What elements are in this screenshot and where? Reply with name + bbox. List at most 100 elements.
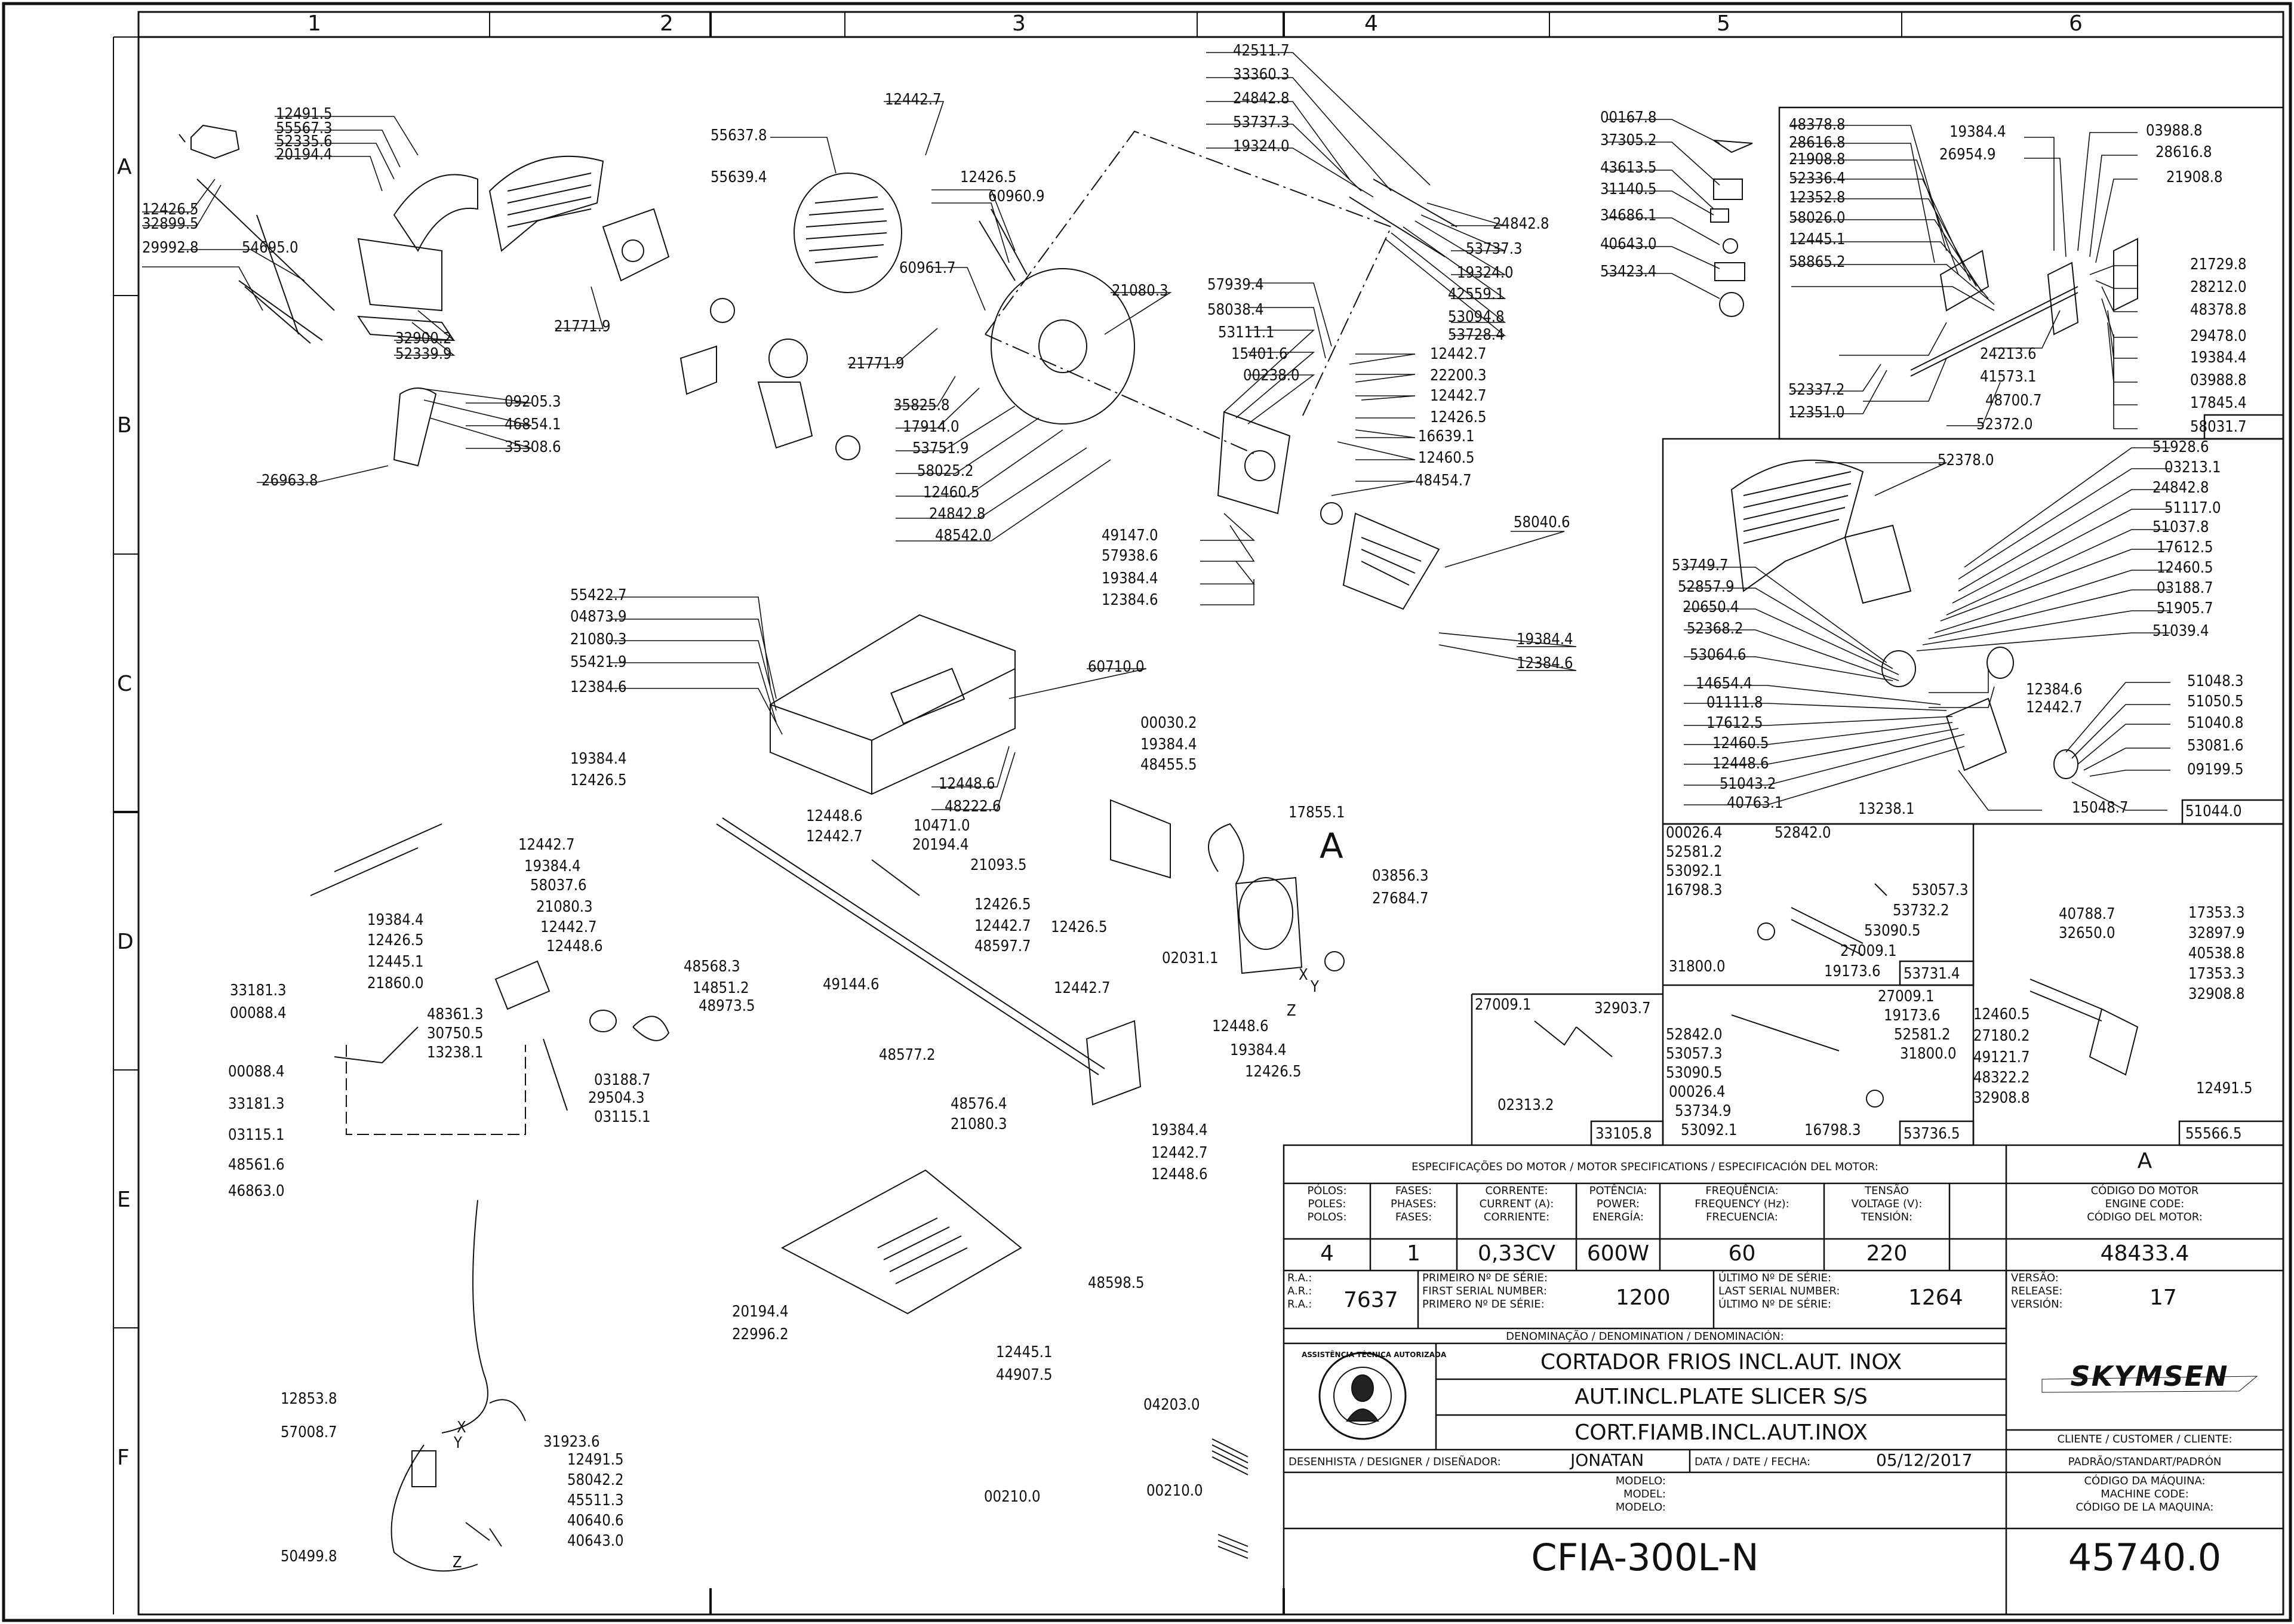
part-label: 52372.0 [1976, 416, 2033, 433]
part-label: 12460.5 [2157, 559, 2213, 577]
part-label: 53732.2 [1893, 902, 1949, 919]
zone-col-4: 4 [1364, 11, 1378, 36]
part-label: 12351.0 [1788, 404, 1845, 422]
part-label: 60960.9 [988, 187, 1045, 205]
part-label: 32899.5 [142, 215, 199, 233]
part-label: 27009.1 [1878, 988, 1935, 1005]
part-label: 21860.0 [367, 974, 424, 992]
part-label: 12426.5 [1430, 408, 1487, 426]
part-label: 52336.4 [1789, 170, 1846, 187]
part-label: 40643.0 [1600, 235, 1657, 253]
poles-value: 4 [1320, 1241, 1334, 1266]
part-label: 12442.7 [518, 836, 575, 854]
version-value: 17 [2150, 1285, 2177, 1310]
part-label: 19384.4 [1230, 1041, 1287, 1059]
part-label: 53728.4 [1448, 326, 1505, 344]
part-label: 21908.8 [1789, 150, 1846, 168]
part-label: 32903.7 [1594, 999, 1651, 1017]
part-label: 52339.9 [395, 345, 452, 363]
last-serial-labels: ÚLTIMO Nº DE SÉRIE:LAST SERIAL NUMBER:ÚL… [1718, 1272, 1840, 1311]
seal-graphic [1320, 1353, 1406, 1439]
part-label: 19384.4 [367, 911, 424, 929]
part-label: 48378.8 [2190, 301, 2247, 319]
part-label: 32908.8 [2188, 985, 2245, 1003]
part-label: 12426.5 [367, 931, 424, 949]
part-label: 35308.6 [505, 438, 561, 456]
part-label: 10471.0 [914, 817, 970, 835]
zone-row-f: F [117, 1445, 130, 1470]
part-label: 57939.4 [1207, 276, 1264, 294]
part-label: 32650.0 [2059, 924, 2115, 942]
part-label: 55566.5 [2185, 1125, 2242, 1143]
part-label: 12426.5 [1245, 1063, 1302, 1081]
part-label: 04873.9 [570, 608, 627, 626]
part-label: 12448.6 [806, 807, 863, 825]
part-label: 33360.3 [1233, 66, 1290, 84]
part-label: 53092.1 [1666, 862, 1723, 880]
part-label: 00210.0 [1146, 1482, 1203, 1500]
part-label: 19384.4 [570, 750, 627, 768]
part-label: 12442.7 [974, 917, 1031, 935]
part-label: 55639.4 [711, 168, 767, 186]
part-label: 52581.2 [1666, 843, 1723, 861]
part-label: 19384.4 [1151, 1121, 1208, 1139]
part-label: 32900.2 [395, 330, 452, 347]
part-label: 33181.3 [230, 982, 287, 999]
part-label: 00026.4 [1666, 824, 1723, 842]
part-label: 12460.5 [923, 484, 980, 502]
part-label: 49147.0 [1102, 527, 1158, 545]
part-label: 51905.7 [2157, 599, 2213, 617]
part-label: 19384.4 [1517, 630, 1573, 648]
part-label: 19324.0 [1457, 264, 1514, 282]
part-label: 24842.8 [1493, 215, 1549, 233]
part-label: 29504.3 [588, 1089, 645, 1107]
part-label: 52857.9 [1678, 578, 1735, 596]
part-label: 28616.8 [1789, 134, 1846, 152]
part-label: 24842.8 [1233, 90, 1290, 107]
part-label: 57938.6 [1102, 547, 1158, 565]
product-name-pt: CORTADOR FRIOS INCL.AUT. INOX [1540, 1350, 1902, 1374]
phases-label: FASES:PHASES:FASES: [1391, 1185, 1437, 1223]
part-label: 02313.2 [1497, 1096, 1554, 1114]
part-label: 28212.0 [2190, 278, 2247, 296]
detail-mark-a: A [1320, 826, 1343, 866]
part-label: 48378.8 [1789, 116, 1846, 134]
part-label: 12442.7 [1054, 979, 1111, 997]
part-label: 27684.7 [1372, 890, 1429, 908]
ra-labels: R.A.:A.R.:R.A.: [1287, 1272, 1312, 1311]
part-label: 52842.0 [1775, 824, 1831, 842]
part-label: 53094.8 [1448, 308, 1505, 326]
part-label: 48222.6 [945, 798, 1001, 816]
part-label: 52368.2 [1687, 620, 1743, 638]
version-labels: VERSÃO:RELEASE:VERSIÓN: [2011, 1272, 2063, 1311]
first-serial-labels: PRIMEIRO Nº DE SÉRIE:FIRST SERIAL NUMBER… [1422, 1272, 1548, 1311]
part-label: 20194.4 [732, 1303, 789, 1321]
seal-text: ASSISTÊNCIA TÉCNICA AUTORIZADA [1302, 1351, 1447, 1359]
zone-row-e: E [117, 1188, 131, 1212]
part-label: 40643.0 [567, 1532, 624, 1550]
part-label: 48700.7 [1985, 392, 2042, 410]
current-label: CORRENTE:CURRENT (A):CORRIENTE: [1479, 1185, 1554, 1223]
part-label: 17353.3 [2188, 904, 2245, 922]
part-label: 27009.1 [1840, 942, 1897, 960]
part-label: 12445.1 [367, 953, 424, 971]
part-label: 12426.5 [142, 201, 199, 219]
part-label: 22200.3 [1430, 367, 1487, 385]
part-label: 16639.1 [1418, 427, 1475, 445]
part-label: 20194.4 [276, 146, 333, 164]
part-label: 03115.1 [228, 1126, 285, 1144]
part-label: 12445.1 [996, 1343, 1053, 1361]
part-label: 12460.5 [1418, 449, 1475, 467]
part-label: 12352.8 [1789, 189, 1846, 207]
part-label: 17914.0 [903, 418, 960, 436]
part-label: 00210.0 [984, 1488, 1041, 1506]
part-label: 51037.8 [2152, 518, 2209, 536]
part-label: 49144.6 [823, 976, 880, 994]
part-label: 40763.1 [1727, 794, 1783, 812]
part-label: 19384.4 [524, 857, 581, 875]
part-label: 12491.5 [276, 105, 333, 123]
part-label: 12442.7 [1430, 345, 1487, 363]
part-label: 03115.1 [594, 1108, 651, 1126]
part-label: 53092.1 [1681, 1121, 1738, 1139]
